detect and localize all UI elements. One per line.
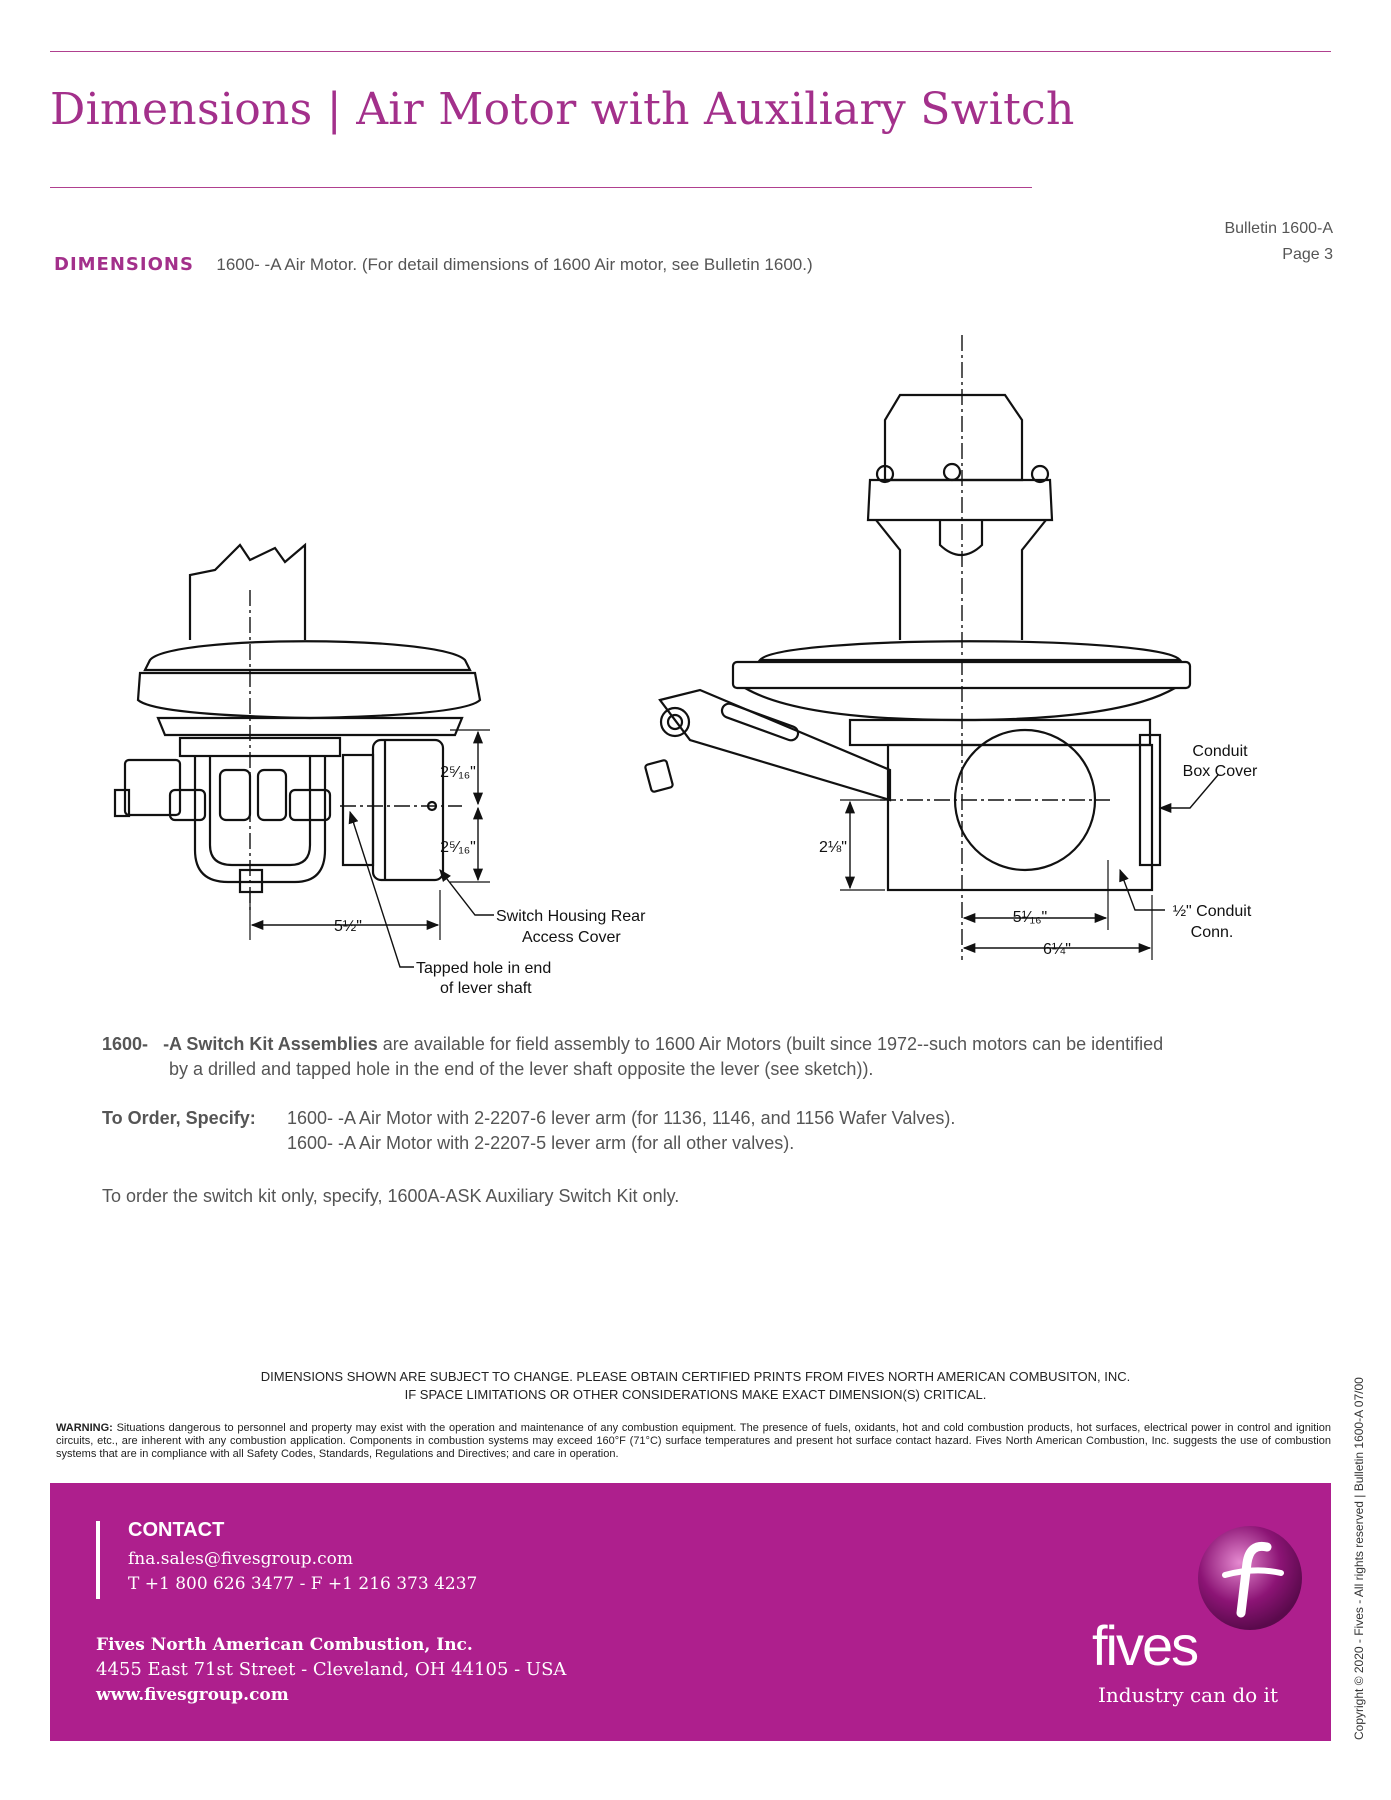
left-diaphragm-lower	[156, 716, 464, 737]
right-bolt-2	[942, 462, 962, 482]
warning-text: WARNING: Situations dangerous to personn…	[56, 1422, 1331, 1461]
right-lever-arm	[658, 688, 892, 802]
brand-tagline: Industry can do it	[1098, 1683, 1278, 1707]
left-leader-cover	[439, 869, 494, 916]
left-linkage-1	[218, 768, 252, 822]
right-rib-1	[875, 519, 902, 640]
company-website[interactable]: www.fivesgroup.com	[96, 1685, 289, 1705]
right-leader-box	[1158, 774, 1219, 814]
contact-heading: CONTACT	[128, 1519, 225, 1541]
left-dim-width-label: 5½"	[334, 918, 362, 935]
right-body-collar	[848, 718, 1152, 747]
page-title: Dimensions | Air Motor with Auxiliary Sw…	[50, 84, 1075, 135]
right-flange	[866, 478, 1054, 522]
kit-line-1: 1600- -A Switch Kit Assemblies are avail…	[102, 1032, 1242, 1057]
left-lever-block	[123, 758, 182, 817]
hole-callout-line2: of lever shaft	[440, 980, 532, 997]
left-view: 2⁵⁄₁₆" 2⁵⁄₁₆" 5½" Switch Housing Rear Ac…	[113, 542, 646, 997]
right-diaphragm-lower	[744, 687, 1176, 722]
right-lever-pin	[644, 759, 674, 793]
right-view: 2⅛" 5¹⁄₁₆" 6¼" Conduit Box Cover ½" Cond…	[644, 335, 1258, 960]
left-linkage-3	[168, 788, 207, 822]
right-lever-slot	[720, 702, 800, 742]
left-linkage-4	[288, 788, 332, 822]
right-conduit-box	[1138, 733, 1162, 867]
contact-phone: T +1 800 626 3477 - F +1 216 373 4237	[128, 1574, 478, 1594]
footer-banner: CONTACT fna.sales@fivesgroup.com T +1 80…	[50, 1483, 1331, 1741]
cover-callout-line1: Switch Housing Rear	[496, 908, 646, 925]
order-line-1: 1600- -A Air Motor with 2-2207-6 lever a…	[287, 1108, 956, 1128]
warning-body: Situations dangerous to personnel and pr…	[56, 1422, 1331, 1460]
title-underline	[50, 187, 1032, 188]
warning-label: WARNING:	[56, 1422, 113, 1434]
brand-wordmark: fives	[1092, 1614, 1199, 1677]
right-lever-pivot-outer	[659, 706, 691, 738]
order-label: To Order, Specify:	[102, 1108, 256, 1128]
kit-model: 1600-	[102, 1034, 149, 1054]
left-shaft-break	[188, 542, 307, 640]
kit-line-2: by a drilled and tapped hole in the end …	[169, 1059, 874, 1079]
order-block: To Order, Specify: 1600- -A Air Motor wi…	[102, 1106, 955, 1156]
fives-logo-icon	[1198, 1526, 1302, 1630]
left-u-frame-inner	[208, 756, 312, 867]
left-diaphragm-top	[143, 640, 472, 672]
conduit-conn-callout-line1: ½" Conduit	[1173, 903, 1252, 920]
left-lever-knob	[113, 788, 131, 818]
disclaimer-line-1: DIMENSIONS SHOWN ARE SUBJECT TO CHANGE. …	[260, 1369, 1131, 1384]
contact-email[interactable]: fna.sales@fivesgroup.com	[128, 1549, 353, 1569]
left-linkage-2	[256, 768, 288, 822]
bulletin-number: Bulletin 1600-A	[1224, 220, 1333, 237]
conduit-conn-callout-line2: Conn.	[1191, 924, 1234, 941]
right-rib-3	[938, 520, 984, 557]
left-yoke	[178, 736, 342, 758]
left-leader-hole	[348, 810, 414, 968]
right-body	[886, 743, 1154, 892]
left-dim-upper-label: 2⁵⁄₁₆"	[440, 764, 476, 781]
right-dim-inner-label: 5¹⁄₁₆"	[1013, 909, 1047, 926]
bulletin-info: Bulletin 1600-A Page 3	[1224, 216, 1333, 268]
right-top-cap	[883, 393, 1024, 482]
kit-text-1: are available for field assembly to 1600…	[377, 1034, 1164, 1054]
kit-title: -A Switch Kit Assemblies	[163, 1034, 378, 1054]
company-address: 4455 East 71st Street - Cleveland, OH 44…	[96, 1659, 567, 1680]
conduit-box-callout-line1: Conduit	[1192, 743, 1248, 760]
contact-accent-bar	[96, 1521, 100, 1599]
switch-kit-text: To order the switch kit only, specify, 1…	[102, 1186, 680, 1206]
left-dim-lower-label: 2⁵⁄₁₆"	[440, 839, 476, 856]
right-bolt-1	[875, 464, 895, 484]
left-bottom-boss	[238, 868, 264, 894]
kit-paragraph: 1600- -A Switch Kit Assemblies are avail…	[102, 1032, 1242, 1082]
dimensions-label: DIMENSIONS	[54, 254, 194, 275]
right-diaphragm-top	[757, 640, 1183, 662]
right-rib-2	[1020, 519, 1047, 640]
disclaimer-line-2: IF SPACE LIMITATIONS OR OTHER CONSIDERAT…	[404, 1387, 987, 1402]
left-switch-mount	[341, 753, 375, 867]
right-leader-conn	[1119, 868, 1165, 911]
conduit-box-callout-line2: Box Cover	[1183, 763, 1258, 780]
right-lever-pivot-inner	[666, 713, 684, 731]
right-bolt-3	[1030, 464, 1050, 484]
page-number: Page 3	[1282, 246, 1333, 263]
dimensions-heading: DIMENSIONS 1600- -A Air Motor. (For deta…	[54, 254, 813, 275]
technical-drawing: 2⁵⁄₁₆" 2⁵⁄₁₆" 5½" Switch Housing Rear Ac…	[113, 335, 1258, 997]
hole-callout-line1: Tapped hole in end	[416, 960, 551, 977]
disclaimer: DIMENSIONS SHOWN ARE SUBJECT TO CHANGE. …	[0, 1368, 1391, 1404]
top-rule	[50, 51, 1331, 52]
copyright-notice: Copyright © 2020 - Fives - All rights re…	[1352, 1377, 1366, 1740]
right-dim-outer-label: 6¼"	[1043, 941, 1071, 958]
company-name: Fives North American Combustion, Inc.	[96, 1635, 473, 1655]
cover-callout-line2: Access Cover	[522, 929, 621, 946]
left-diaphragm-body	[136, 671, 482, 720]
dimensions-text: 1600- -A Air Motor. (For detail dimensio…	[216, 255, 813, 274]
order-line-2: 1600- -A Air Motor with 2-2207-5 lever a…	[287, 1133, 795, 1153]
right-dim-height-label: 2⅛"	[819, 839, 847, 856]
